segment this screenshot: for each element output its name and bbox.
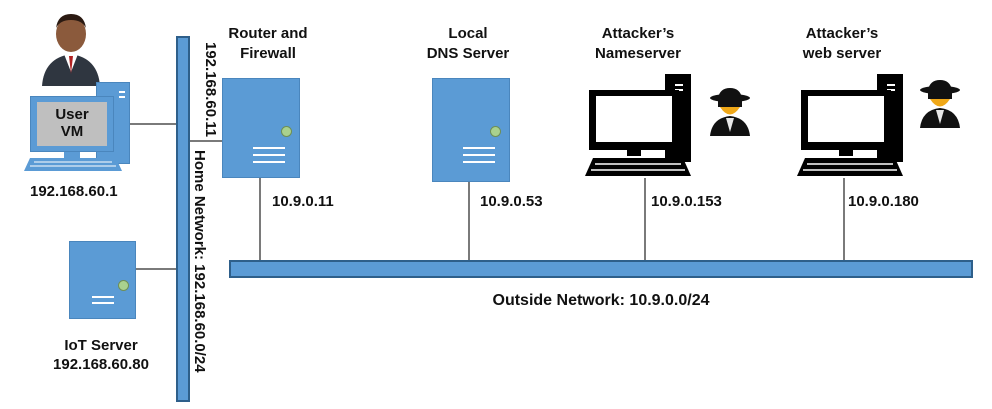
router-home-link — [190, 140, 222, 142]
user-vm-monitor[interactable]: User VM — [30, 96, 114, 152]
home-network-label: Home Network: 192.168.60.0/24 — [191, 150, 208, 373]
hacker-icon — [710, 88, 750, 136]
user-vm-screen-line2: VM — [60, 123, 84, 140]
outside-network-label: Outside Network: 10.9.0.0/24 — [492, 292, 710, 309]
router-outside-ip: 10.9.0.11 — [272, 193, 334, 210]
dns-status-led — [490, 126, 501, 137]
dns-server-box[interactable] — [432, 78, 510, 182]
router-name-line2: Firewall — [240, 45, 296, 62]
user-vm-stand — [64, 152, 80, 158]
dns-name-line2: DNS Server — [426, 45, 510, 62]
router-home-ip: 192.168.60.11 — [202, 42, 219, 138]
iot-server-box[interactable] — [69, 241, 136, 319]
dns-ip: 10.9.0.53 — [480, 193, 543, 210]
iot-link — [136, 268, 176, 270]
web-ip: 10.9.0.180 — [848, 193, 919, 210]
router-outside-link — [259, 178, 261, 260]
outside-network-bus — [229, 260, 973, 278]
user-avatar-icon — [42, 14, 100, 86]
ns-outside-link — [644, 178, 646, 260]
web-name-line1: Attacker’s — [805, 25, 879, 42]
web-outside-link — [843, 178, 845, 260]
router-box[interactable] — [222, 78, 300, 178]
dns-name-line1: Local — [448, 25, 488, 42]
ns-name-line1: Attacker’s — [601, 25, 675, 42]
user-vm-ip: 192.168.60.1 — [30, 183, 118, 200]
iot-server-name: IoT Server — [64, 337, 138, 354]
router-status-led — [281, 126, 292, 137]
iot-status-led — [118, 280, 129, 291]
ns-name-line2: Nameserver — [595, 45, 681, 62]
user-vm-screen-line1: User — [55, 106, 89, 123]
attacker-ns-computer-icon[interactable] — [585, 72, 699, 182]
keyboard-icon — [24, 158, 122, 171]
iot-server-ip: 192.168.60.80 — [53, 356, 149, 373]
dns-outside-link — [468, 182, 470, 260]
hacker-icon — [920, 80, 960, 128]
attacker-web-computer-icon[interactable] — [797, 72, 911, 182]
router-name-line1: Router and — [228, 25, 308, 42]
web-name-line2: web server — [802, 45, 882, 62]
home-network-bus — [176, 36, 190, 402]
user-vm-screen: User VM — [37, 102, 107, 146]
user-vm-link — [130, 123, 176, 125]
ns-ip: 10.9.0.153 — [651, 193, 722, 210]
